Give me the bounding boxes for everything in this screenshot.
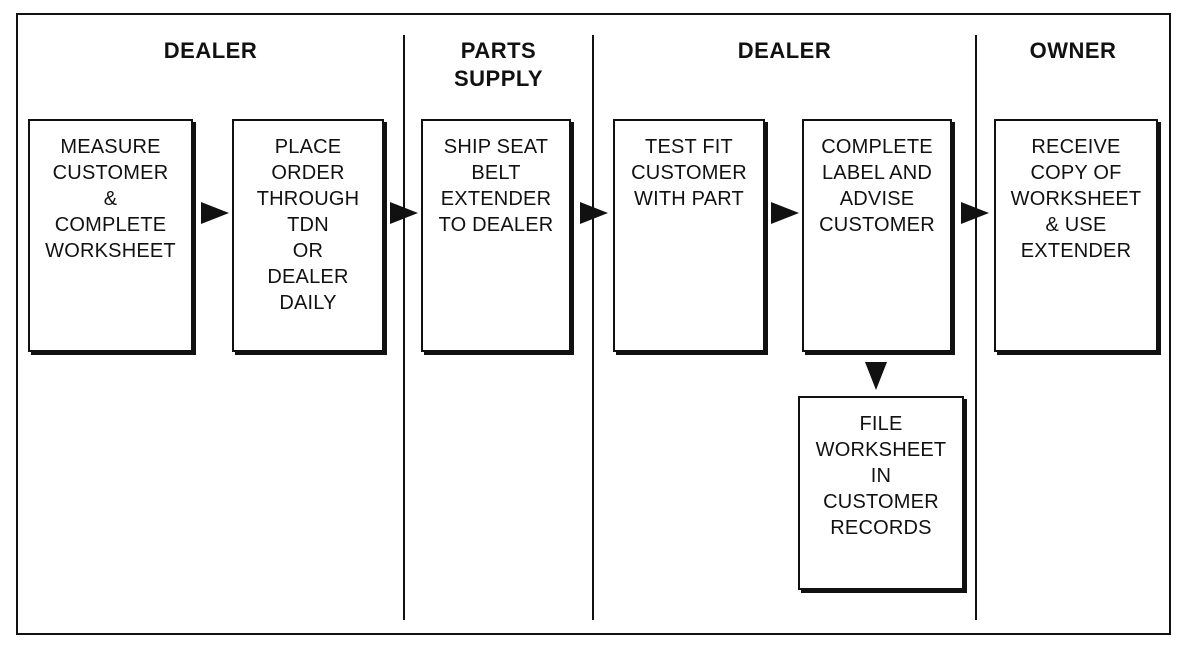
step-place-order: PLACE ORDER THROUGH TDN OR DEALER DAILY <box>232 119 384 352</box>
step-receive-copy: RECEIVE COPY OF WORKSHEET & USE EXTENDER <box>994 119 1158 352</box>
step-measure-customer: MEASURE CUSTOMER & COMPLETE WORKSHEET <box>28 119 193 352</box>
lane-divider <box>975 35 977 620</box>
lane-divider <box>403 35 405 620</box>
step-label: SHIP SEAT BELT EXTENDER TO DEALER <box>438 136 554 236</box>
lane-title-parts-supply: PARTS SUPPLY <box>453 38 543 91</box>
lane-title-owner: OWNER <box>1029 38 1117 63</box>
arrow-down-icon <box>865 362 887 390</box>
arrow-right-icon <box>390 202 418 224</box>
step-ship-extender: SHIP SEAT BELT EXTENDER TO DEALER <box>421 119 571 352</box>
step-label: RECEIVE COPY OF WORKSHEET & USE EXTENDER <box>1010 136 1142 262</box>
arrow-right-icon <box>771 202 799 224</box>
lane-title-dealer-2: DEALER <box>737 38 832 63</box>
lane-divider <box>592 35 594 620</box>
step-label: FILE WORKSHEET IN CUSTOMER RECORDS <box>815 413 947 539</box>
lane-title-dealer: DEALER <box>163 38 258 63</box>
step-complete-label: COMPLETE LABEL AND ADVISE CUSTOMER <box>802 119 952 352</box>
arrow-right-icon <box>201 202 229 224</box>
step-test-fit: TEST FIT CUSTOMER WITH PART <box>613 119 765 352</box>
step-label: MEASURE CUSTOMER & COMPLETE WORKSHEET <box>45 136 176 262</box>
step-label: COMPLETE LABEL AND ADVISE CUSTOMER <box>819 136 935 236</box>
step-label: PLACE ORDER THROUGH TDN OR DEALER DAILY <box>256 136 360 314</box>
step-label: TEST FIT CUSTOMER WITH PART <box>631 136 747 210</box>
step-file-worksheet: FILE WORKSHEET IN CUSTOMER RECORDS <box>798 396 964 590</box>
arrow-right-icon <box>580 202 608 224</box>
arrow-right-icon <box>961 202 989 224</box>
diagram-frame <box>16 13 1171 635</box>
